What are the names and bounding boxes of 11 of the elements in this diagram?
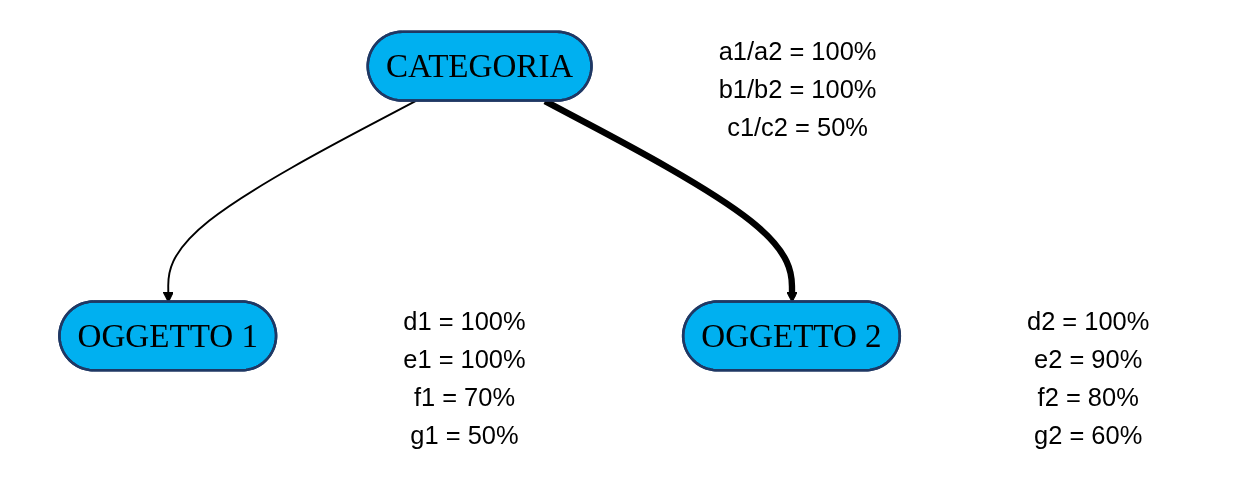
node-label: c1/c2 = 50% — [727, 113, 868, 142]
node-label: g1 = 50% — [410, 421, 519, 450]
node-label: b1/b2 = 100% — [718, 75, 877, 104]
node-label: e1 = 100% — [403, 344, 526, 373]
node-label: f2 = 80% — [1037, 382, 1139, 411]
node-label: g2 = 60% — [1034, 421, 1143, 450]
node-label: d2 = 100% — [1027, 306, 1150, 335]
node-label: e2 = 90% — [1034, 344, 1143, 373]
node-label: a1/a2 = 100% — [718, 36, 877, 65]
node-label: d1 = 100% — [403, 306, 526, 335]
node-label: f1 = 70% — [413, 382, 516, 411]
